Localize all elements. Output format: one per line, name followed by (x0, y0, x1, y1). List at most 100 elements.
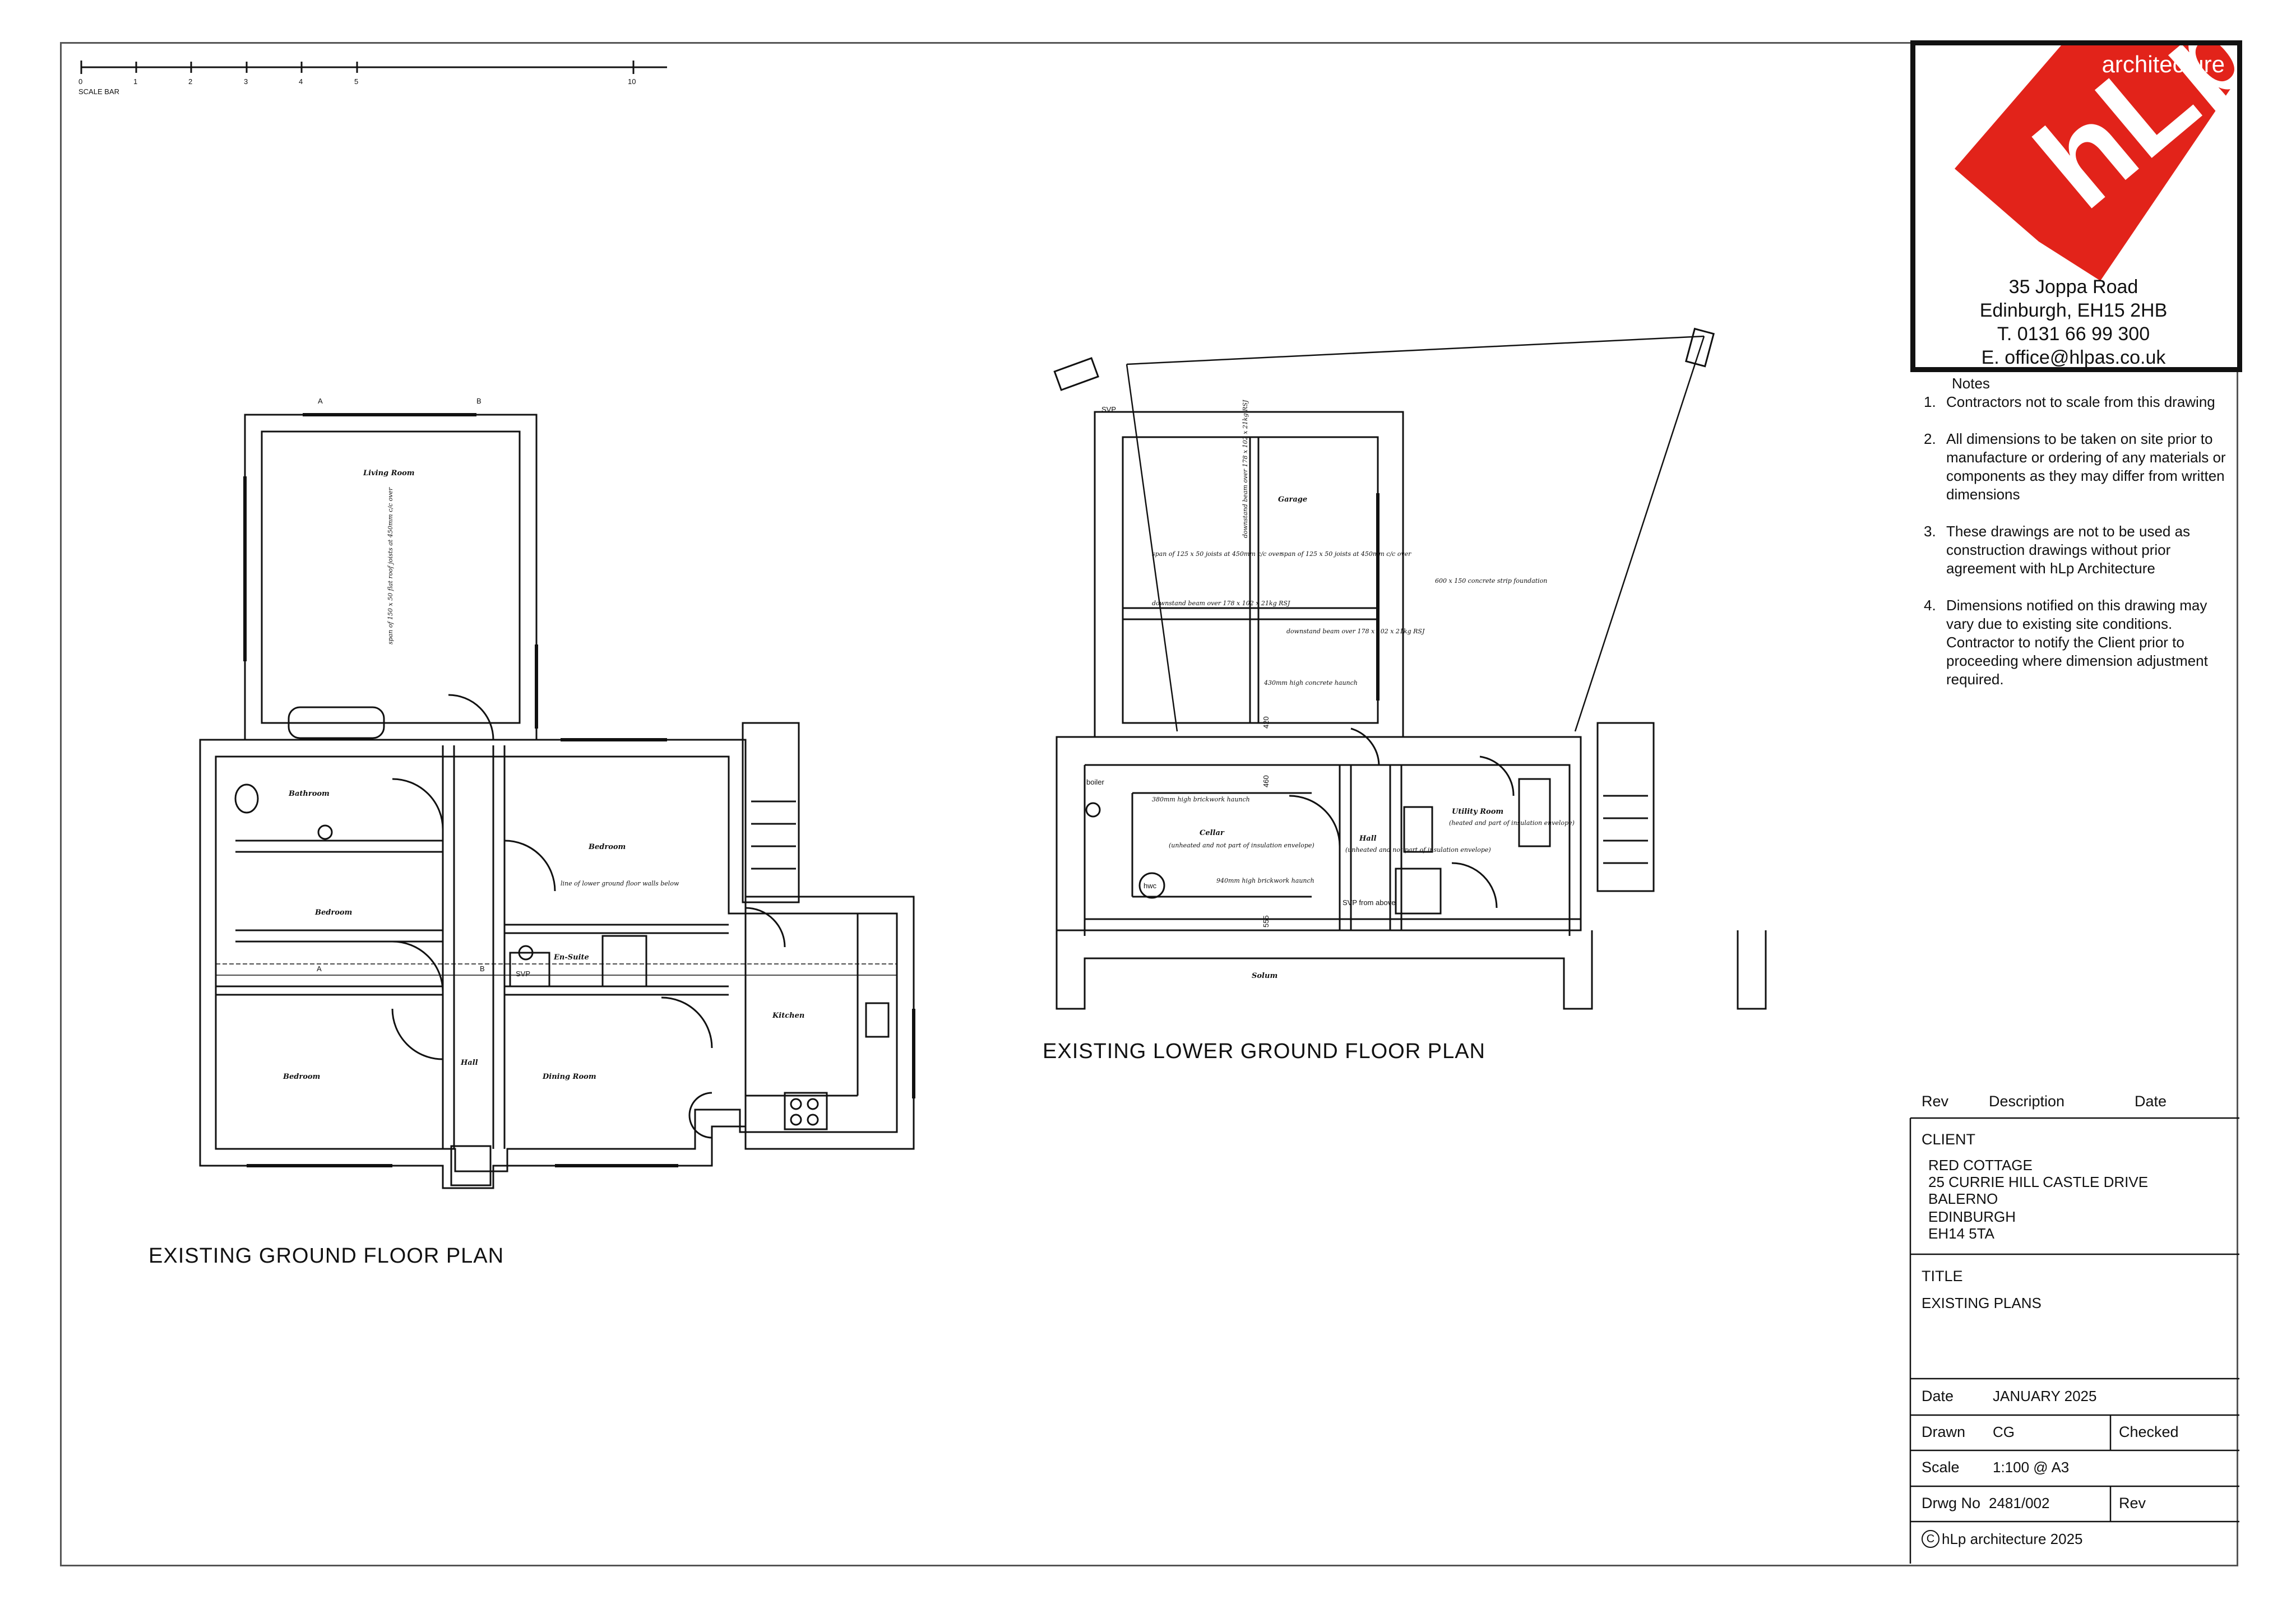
description-header: Description (1989, 1093, 2065, 1110)
dim-555: 555 (1262, 915, 1270, 928)
garage-joist-left: span of 125 x 50 joists at 450mm c/c ove… (1152, 550, 1283, 558)
room-bedroom-1: Bedroom (314, 908, 352, 917)
note-text: Dimensions notified on this drawing may … (1946, 597, 2208, 688)
sheet-border (60, 42, 2238, 1566)
section-b-mid: B (480, 964, 485, 973)
address-phone: T. 0131 66 99 300 (1997, 323, 2150, 345)
lower-wall-line-note: line of lower ground floor walls below (561, 880, 679, 887)
room-cellar: Cellar (1200, 829, 1225, 837)
svp-label-garage: SVP (1101, 405, 1116, 414)
address-email: E. office@hlpas.co.uk (1981, 347, 2166, 368)
garage-beam-vertical: downstand beam over 178 x 102 x 21kg RSJ (1242, 400, 1249, 538)
note-item: 4. Dimensions notified on this drawing ma… (1924, 596, 2238, 689)
section-a-mid: A (317, 964, 322, 973)
note-item: 1. Contractors not to scale from this dra… (1924, 393, 2238, 411)
scale-bar-labels: 0 1 2 3 4 5 10 SCALE BAR (78, 77, 636, 96)
note-num: 1. (1924, 393, 1936, 410)
note-text: All dimensions to be taken on site prior… (1946, 430, 2226, 503)
hlp-logo: hLp architecture 35 Joppa Road Edinburgh… (1910, 40, 2242, 372)
room-utility: Utility Room (1452, 808, 1503, 816)
copyright: C hLp architecture 2025 (1922, 1530, 2083, 1548)
room-ensuite: En-Suite (553, 953, 589, 962)
lower-ground-floor-plan-title: EXISTING LOWER GROUND FLOOR PLAN (1043, 1040, 1485, 1063)
concrete-haunch-note: 430mm high concrete haunch (1263, 679, 1358, 687)
lower-ground-floor-plan (1053, 327, 1767, 1010)
scale-tick-0: 0 (78, 77, 82, 86)
copyright-text: hLp architecture 2025 (1942, 1530, 2083, 1547)
hlp-logo-mark: hLp (1955, 45, 2237, 281)
brickwork-haunch-380: 380mm high brickwork haunch (1152, 796, 1250, 803)
room-hall: Hall (460, 1059, 478, 1067)
scale-tick-4: 4 (299, 77, 303, 86)
room-bedroom-3: Bedroom (588, 843, 626, 851)
scale-bar-label: SCALE BAR (78, 87, 119, 96)
dim-420: 420 (1262, 716, 1270, 729)
practice-address: 35 Joppa Road Edinburgh, EH15 2HB T. 013… (1928, 275, 2219, 368)
scale-tick-1: 1 (133, 77, 137, 86)
date-value: JANUARY 2025 (1993, 1388, 2097, 1404)
section-a-top: A (318, 397, 323, 405)
room-bedroom-2: Bedroom (283, 1073, 320, 1081)
notes-heading: Notes (1952, 375, 1990, 392)
boiler-label: boiler (1086, 778, 1104, 786)
hall-lower-note: (unheated and not part of insulation env… (1345, 846, 1491, 854)
note-item: 2. All dimensions to be taken on site pri… (1924, 430, 2238, 504)
garage-joist-right: span of 125 x 50 joists at 450mm c/c ove… (1281, 550, 1411, 558)
strip-foundation-note: 600 x 150 concrete strip foundation (1435, 577, 1547, 585)
note-num: 2. (1924, 430, 1936, 447)
logo-architecture-word: architecture (2101, 51, 2225, 77)
note-num: 3. (1924, 523, 1936, 540)
cellar-note: (unheated and not part of insulation env… (1169, 842, 1314, 849)
room-hall-lower: Hall (1359, 834, 1377, 843)
rev-label: Rev (2119, 1495, 2146, 1511)
title-value: EXISTING PLANS (1922, 1295, 2042, 1311)
drawn-value: CG (1993, 1423, 2015, 1440)
scale-tick-3: 3 (244, 77, 248, 86)
client-label: CLIENT (1922, 1131, 1976, 1148)
room-solum: Solum (1252, 972, 1277, 980)
room-kitchen: Kitchen (772, 1012, 804, 1020)
lower-ground-labels: Garage Cellar (unheated and not part of … (1086, 400, 1575, 980)
client-line-2: 25 CURRIE HILL CASTLE DRIVE (1928, 1174, 2149, 1190)
address-line-2: Edinburgh, EH15 2HB (1979, 300, 2168, 321)
date-header: Date (2135, 1093, 2167, 1110)
copyright-icon: C (1922, 1530, 1939, 1548)
title-label: TITLE (1922, 1268, 1963, 1285)
ground-floor-plan-title: EXISTING GROUND FLOOR PLAN (149, 1244, 504, 1268)
svp-from-above: SVP from above (1343, 898, 1395, 907)
note-num: 4. (1924, 597, 1936, 614)
drawn-label: Drawn (1922, 1423, 1966, 1440)
ground-floor-labels: Living Room Bathroom Bedroom Bedroom Bed… (283, 397, 804, 1081)
section-b-top: B (476, 397, 482, 405)
utility-note: (heated and part of insulation envelope) (1449, 819, 1575, 827)
garage-beam-right: downstand beam over 178 x 102 x 21kg RSJ (1286, 628, 1425, 635)
client-line-3: BALERNO (1928, 1190, 1998, 1207)
hwc-label: hwc (1144, 882, 1157, 890)
scale-bar (80, 61, 667, 74)
scale-tick-10: 10 (628, 77, 636, 86)
date-label: Date (1922, 1388, 1954, 1404)
dim-460: 460 (1262, 775, 1270, 787)
room-garage: Garage (1278, 495, 1307, 504)
drwg-no-label: Drwg No (1922, 1495, 1981, 1511)
client-line-5: EH14 5TA (1928, 1225, 1995, 1242)
garage-beam-left: downstand beam over 178 x 102 x 21kg RSJ (1152, 600, 1290, 607)
ground-joist-note: span of 150 x 50 flat roof joists at 450… (387, 487, 394, 644)
room-dining: Dining Room (542, 1073, 596, 1081)
scale-tick-2: 2 (188, 77, 192, 86)
scale-label: Scale (1922, 1459, 1960, 1476)
ground-floor-plan (199, 413, 915, 1189)
svp-label-ground: SVP (516, 970, 530, 978)
client-line-1: RED COTTAGE (1928, 1157, 2033, 1174)
note-item: 3. These drawings are not to be used as c… (1924, 522, 2238, 578)
room-bathroom: Bathroom (288, 790, 330, 798)
room-living: Living Room (363, 469, 415, 477)
drwg-no-value: 2481/002 (1989, 1495, 2050, 1511)
note-text: Contractors not to scale from this drawi… (1946, 393, 2215, 410)
notes-panel: Notes 1. Contractors not to scale from th… (1924, 374, 2238, 707)
checked-label: Checked (2119, 1423, 2179, 1440)
address-line-1: 35 Joppa Road (2008, 276, 2138, 298)
note-text: These drawings are not to be used as con… (1946, 523, 2191, 577)
rev-header: Rev (1922, 1093, 1949, 1110)
